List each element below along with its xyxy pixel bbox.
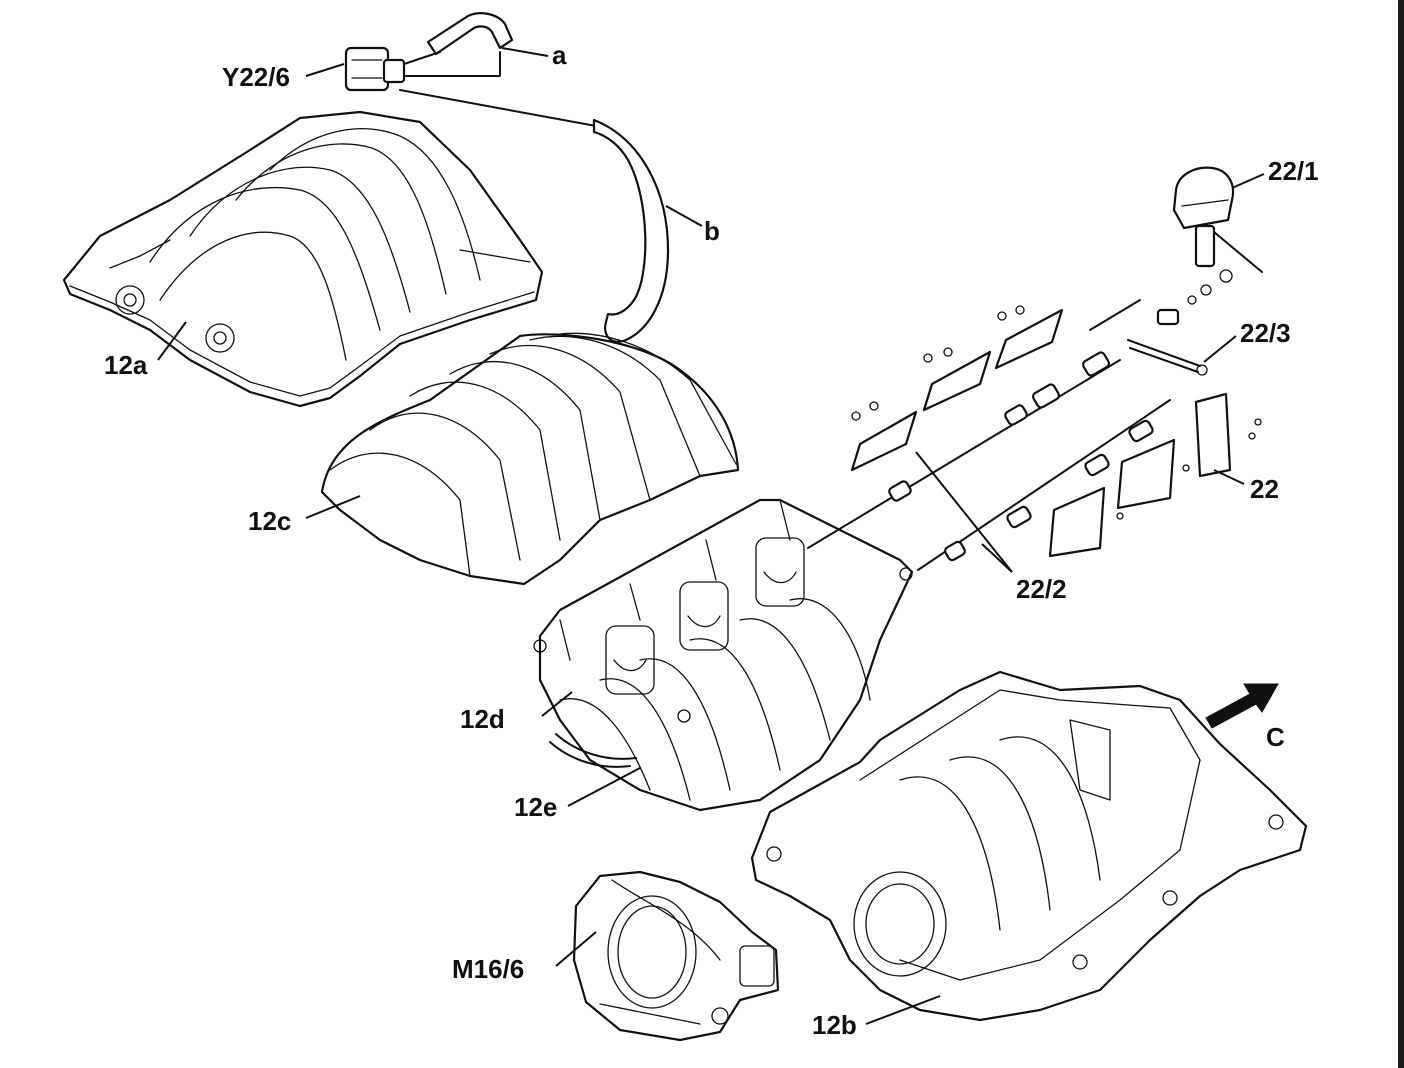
runner-insert-12c [320, 332, 740, 586]
rod-22-3 [1127, 339, 1208, 376]
actuator-22-1 [1156, 166, 1263, 326]
label-12b: 12b [812, 1010, 857, 1040]
label-12d: 12d [460, 704, 505, 734]
frame-border [1398, 0, 1404, 1068]
label-12e: 12e [514, 792, 557, 822]
label-a: a [552, 40, 567, 70]
label-y22-6: Y22/6 [222, 62, 290, 92]
label-b: b [704, 216, 720, 246]
flap-plates-lower-22 [1048, 392, 1262, 558]
label-12c: 12c [248, 506, 291, 536]
runner-body-12d [533, 498, 914, 812]
label-22-1: 22/1 [1268, 156, 1319, 186]
leader-lines [157, 47, 1265, 1025]
intake-housing-12b [750, 670, 1308, 1022]
label-12a: 12a [104, 350, 148, 380]
callout-labels: Y22/6 a b 22/1 22/3 22 22/2 12a 12c 12d … [104, 40, 1319, 1040]
hose-b [399, 89, 670, 343]
arrow-c-icon [1205, 683, 1279, 729]
label-m16-6: M16/6 [452, 954, 524, 984]
label-22-2: 22/2 [1016, 574, 1067, 604]
valve-y22-6 [344, 46, 406, 92]
label-22: 22 [1250, 474, 1279, 504]
flap-plates-upper [850, 299, 1141, 472]
intake-cover-12a [62, 110, 544, 408]
seal-12e [549, 733, 637, 768]
label-22-3: 22/3 [1240, 318, 1291, 348]
throttle-body-m16-6 [572, 870, 780, 1042]
hose-a [403, 12, 514, 77]
label-c: C [1266, 722, 1285, 752]
flap-shaft-assembly [807, 351, 1171, 571]
